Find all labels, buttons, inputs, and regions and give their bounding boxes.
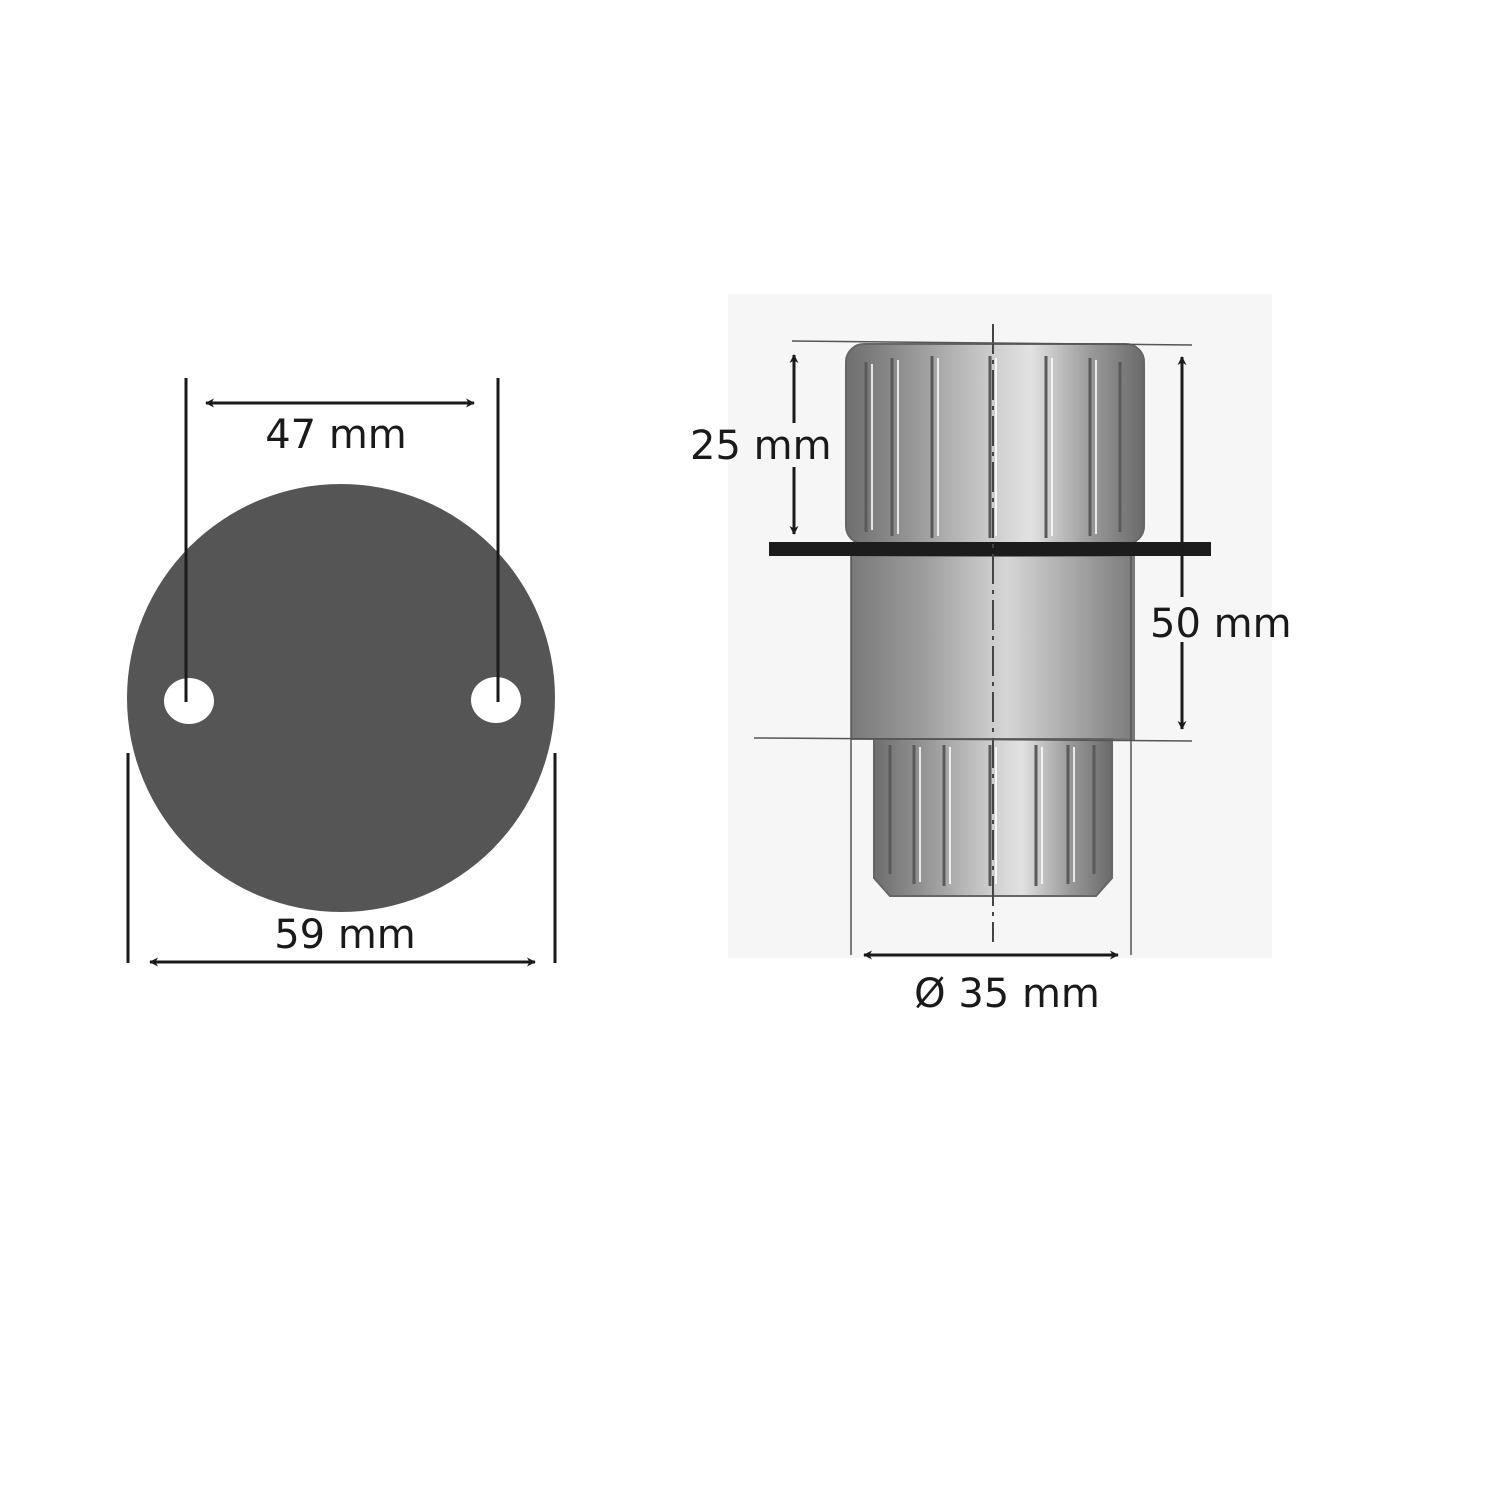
foot-bottom-ribs (888, 745, 1096, 886)
mounting-plate (127, 484, 555, 912)
plate-diameter-label: 59 mm (274, 912, 416, 958)
foot-bottom-knurled-section (873, 738, 1113, 897)
total-height-label: 50 mm (1150, 601, 1292, 647)
screw-hole-right (471, 677, 521, 723)
mounting-plate-view: 47 mm 59 mm (126, 378, 557, 967)
foot-top-ribs (864, 356, 1122, 538)
top-extension-line (791, 340, 1193, 346)
foot-diameter-label: Ø 35 mm (914, 971, 1100, 1017)
foot-side-view: 25 mm 50 mm Ø 35 mm (690, 294, 1292, 1017)
top-height-label: 25 mm (690, 423, 832, 469)
bottom-extension-line (753, 737, 1193, 742)
mounting-bar (769, 542, 1211, 556)
hole-spacing-label: 47 mm (265, 412, 407, 458)
screw-hole-left (164, 678, 214, 724)
